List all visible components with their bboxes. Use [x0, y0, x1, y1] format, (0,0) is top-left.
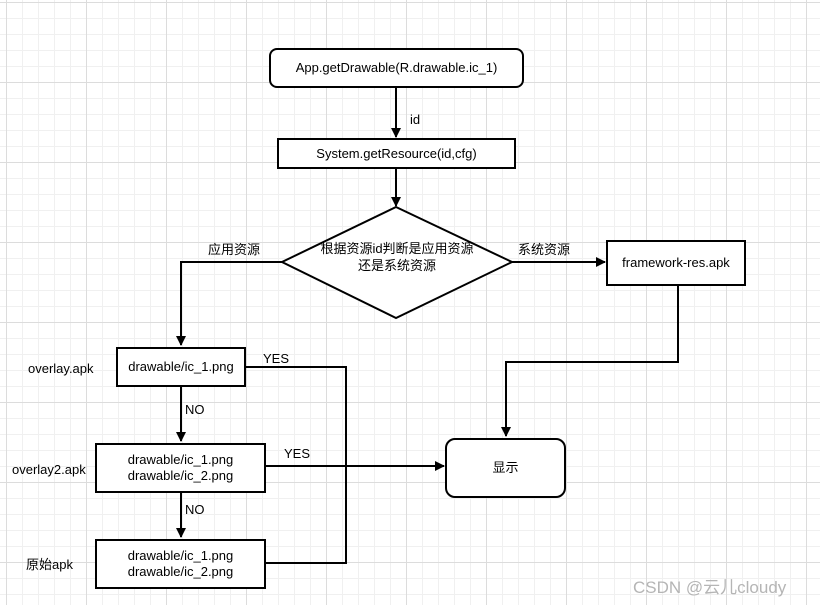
node-system-get-resource-label: System.getResource(id,cfg) [316, 145, 477, 161]
edge-label-no-overlay: NO [185, 402, 205, 417]
decision-line-1: 根据资源id判断是应用资源 [320, 241, 474, 256]
edge-label-id: id [410, 112, 421, 127]
side-label-original: 原始apk [26, 557, 73, 572]
node-original-apk: drawable/ic_1.png drawable/ic_2.png [95, 539, 266, 589]
node-decision-label: 根据资源id判断是应用资源 还是系统资源 [282, 240, 512, 274]
node-display-label: 显示 [492, 460, 519, 475]
side-label-overlay2: overlay2.apk [12, 462, 86, 477]
decision-line-2: 还是系统资源 [357, 258, 436, 273]
edge-label-yes-overlay2: YES [284, 446, 311, 461]
node-overlay2-line-1: drawable/ic_1.png [127, 452, 234, 467]
node-overlay-apk-label: drawable/ic_1.png [128, 359, 234, 374]
node-app-get-drawable: App.getDrawable(R.drawable.ic_1) [269, 48, 524, 88]
edge-label-app-resource: 应用资源 [208, 242, 261, 257]
side-label-overlay: overlay.apk [28, 361, 94, 376]
edge-original-yes [266, 468, 347, 564]
node-system-get-resource: System.getResource(id,cfg) [277, 138, 516, 169]
edge-label-no-overlay2: NO [185, 502, 205, 517]
node-original-line-2: drawable/ic_2.png [127, 564, 234, 579]
node-framework-res: framework-res.apk [606, 240, 746, 286]
node-overlay2-line-2: drawable/ic_2.png [127, 468, 234, 483]
node-overlay-apk: drawable/ic_1.png [116, 347, 246, 387]
edge-label-system-resource: 系统资源 [518, 242, 571, 257]
decision-diamond [279, 205, 515, 320]
node-overlay2-apk: drawable/ic_1.png drawable/ic_2.png [95, 443, 266, 493]
edge-decision-to-overlay [176, 261, 282, 346]
node-display: 显示 [445, 438, 566, 498]
edge-framework-to-display [501, 286, 679, 437]
edge-label-yes-overlay: YES [263, 351, 290, 366]
node-original-line-1: drawable/ic_1.png [127, 548, 234, 563]
watermark: CSDN @云儿cloudy [633, 578, 787, 597]
node-framework-res-label: framework-res.apk [622, 255, 730, 270]
node-app-get-drawable-label: App.getDrawable(R.drawable.ic_1) [295, 60, 498, 75]
edge-overlay-yes [246, 366, 347, 468]
